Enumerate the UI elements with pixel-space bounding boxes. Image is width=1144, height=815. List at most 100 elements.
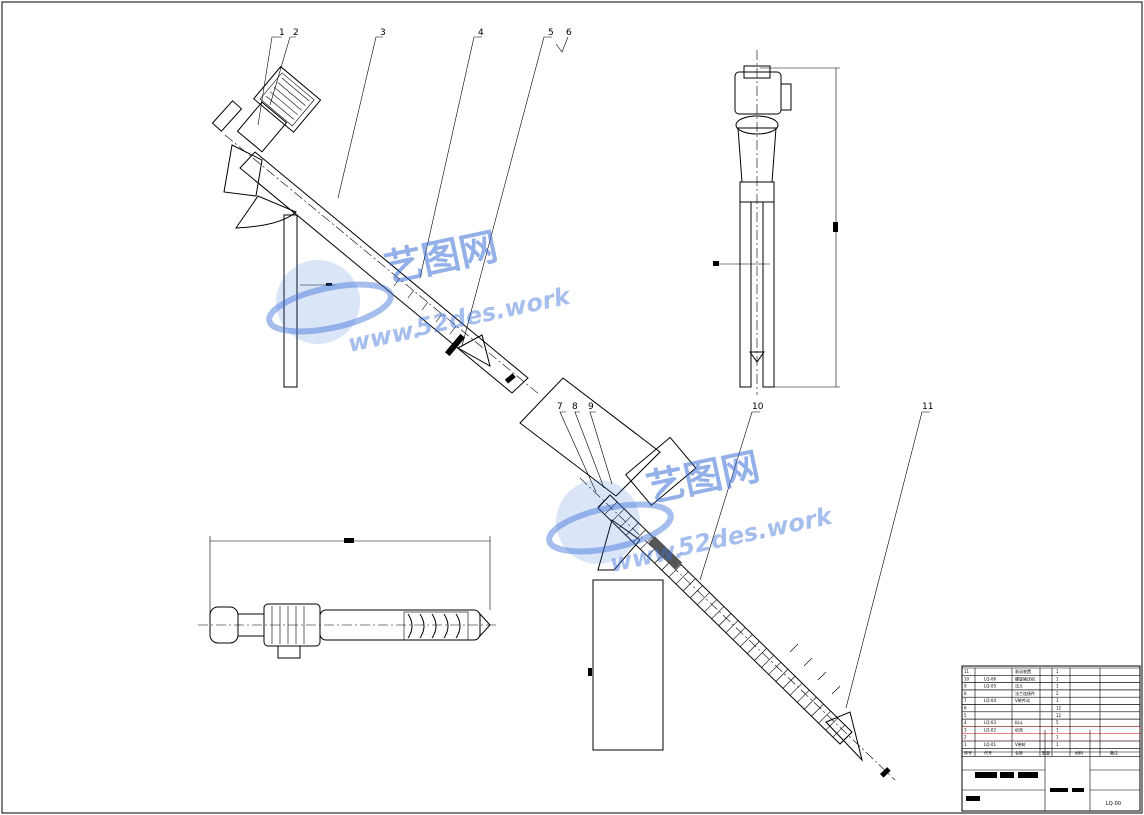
leaders-top: [257, 36, 569, 347]
bom-cell: 机壳: [1015, 726, 1023, 732]
section-discharge-cone: [825, 711, 863, 762]
bom-cell: 4: [964, 720, 967, 725]
section-hatched-liner: [647, 536, 683, 570]
side-leg-left: [739, 201, 752, 388]
screw-flight: [668, 564, 682, 577]
front-hopper-skirt: [235, 195, 297, 229]
screw-flight: [697, 592, 710, 605]
side-motor-box: [780, 83, 792, 111]
bom-row: [961, 704, 1141, 713]
bom-cell: 1: [1056, 742, 1059, 747]
bom-cell: V带传动: [1015, 697, 1030, 703]
bom-cell: 5: [1056, 720, 1059, 725]
bom-cell: 法兰连接件: [1015, 690, 1035, 696]
part-label-1: 1: [279, 28, 285, 38]
screw-flight: [725, 620, 739, 633]
bom-cell: 6: [964, 706, 967, 711]
screw-flight: [754, 648, 767, 661]
bom-cell: V带轮: [1015, 741, 1026, 747]
screw-flight: [619, 515, 632, 529]
section-guard-box: [519, 377, 661, 497]
side-discharge: [749, 351, 765, 363]
bom-cell: 法兰: [1015, 683, 1023, 689]
watermark-en-2: 52des.work: [675, 501, 836, 561]
bom-cell: 3: [964, 727, 967, 732]
bom-cell: 11: [964, 669, 970, 674]
screw-flight: [633, 529, 646, 543]
screw-flight: [797, 689, 810, 703]
watermark-cn: 艺图网: [381, 224, 502, 291]
screw-flight: [733, 627, 746, 640]
screw-flight: [718, 613, 732, 626]
bom-cell: 驱动装置: [1015, 668, 1031, 674]
leaders-bottom: [559, 411, 930, 709]
bom-cell: 1: [1056, 698, 1059, 703]
screw-flight: [640, 536, 653, 550]
top-motor-foot: [277, 645, 301, 659]
section-inlet-stubs: [789, 643, 841, 695]
screw-flight: [704, 599, 717, 612]
bom-cell: LQ-05: [984, 684, 996, 689]
part-label-10: 10: [752, 402, 764, 412]
bom-cell: 1: [1056, 676, 1059, 681]
screw-flight: [825, 717, 838, 731]
bom-cell: LQ-03: [984, 720, 996, 725]
bom-cell: LQ-04: [984, 698, 996, 703]
side-flange: [735, 115, 779, 135]
section-motor: [624, 436, 697, 507]
watermark-lower: 艺图网 www. 52des.work: [546, 444, 837, 578]
section-view: [519, 377, 896, 781]
bom-cell: 10: [964, 676, 970, 681]
bom-cell: 1: [1056, 669, 1059, 674]
bom-cell: 2: [1056, 691, 1059, 696]
bom-cell: 1: [1056, 735, 1059, 740]
front-view: [211, 65, 541, 396]
front-inlet-stubs: [393, 277, 457, 335]
front-dim-tick: [326, 283, 332, 286]
front-centerline: [224, 134, 541, 396]
top-hopper-openings: [403, 611, 469, 641]
bom-cell: 1: [1056, 684, 1059, 689]
side-motor-cap: [743, 65, 771, 79]
bom-cell: 1: [1056, 727, 1059, 732]
section-end-block: [880, 767, 891, 778]
screw-flight: [690, 585, 703, 598]
bom-row: [961, 711, 1141, 720]
screw-flight: [761, 655, 774, 668]
screw-flight: [804, 696, 817, 710]
front-motor: [253, 65, 322, 133]
part-label-2: 2: [293, 28, 299, 38]
part-label-6: 6: [566, 28, 572, 38]
screw-flight: [740, 634, 753, 647]
front-pulley: [211, 100, 243, 132]
bom-row: [961, 667, 1141, 676]
part-label-3: 3: [380, 28, 386, 38]
bom-cell: 螺旋输送机: [1015, 675, 1035, 681]
bom-cell: 2: [964, 735, 967, 740]
part-label-5: 5: [548, 28, 554, 38]
watermark-en: 52des.work: [413, 281, 574, 341]
front-casing-tube: [239, 151, 529, 394]
bom-cell: 7: [964, 698, 967, 703]
screw-flight: [768, 662, 782, 675]
screw-flight: [818, 710, 831, 724]
part-label-11: 11: [922, 402, 933, 412]
bom-cell: 9: [964, 684, 967, 689]
part-label-8: 8: [572, 402, 578, 412]
screw-flight: [676, 571, 689, 584]
bom-cell: LQ-02: [984, 727, 996, 732]
screw-flight: [683, 578, 696, 591]
bom-cell: 8: [964, 691, 967, 696]
screw-flight: [782, 676, 796, 689]
screw-flight: [626, 522, 639, 536]
section-leg-mark: [588, 668, 592, 676]
screw-flight: [775, 669, 789, 682]
front-discharge-cone: [456, 334, 491, 368]
screw-flight: [747, 641, 760, 654]
screw-flight: [612, 508, 625, 522]
section-centerline: [579, 477, 896, 781]
